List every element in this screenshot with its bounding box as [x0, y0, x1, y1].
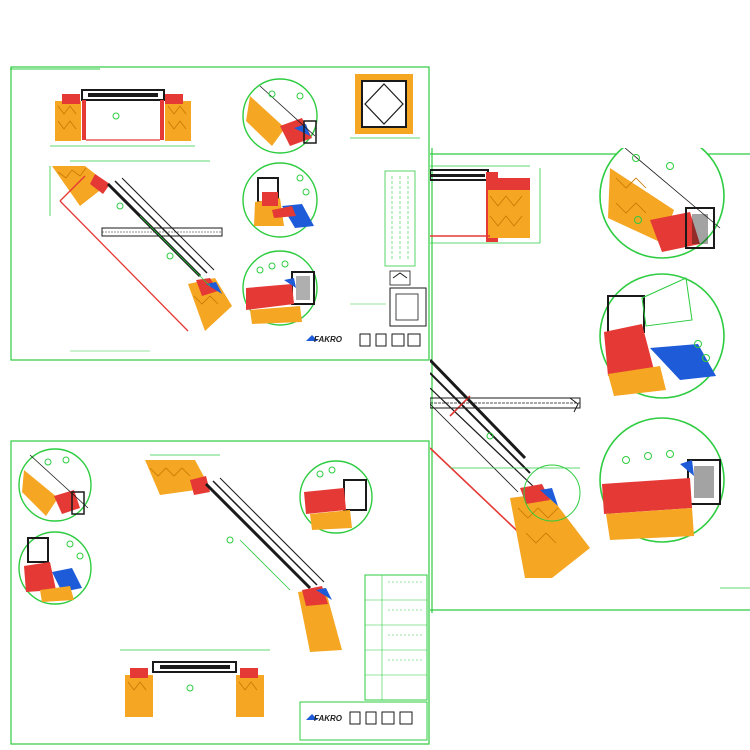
title-block [299, 574, 428, 741]
detail-circle-2 [242, 162, 318, 238]
horizontal-section-top [50, 89, 195, 147]
sloped-section [49, 160, 232, 332]
detail-circle-5 [18, 531, 92, 605]
detail-circle-4 [18, 448, 92, 522]
sheet-right-drawing [430, 148, 750, 613]
drawing-sheet-top-left: FAKRO [10, 66, 430, 361]
fakro-logo: FAKRO [314, 335, 343, 344]
detail-circle-9 [599, 417, 725, 543]
fakro-logo-2: FAKRO [314, 714, 343, 723]
horizontal-section-bottom [120, 649, 270, 717]
sheet-border [10, 440, 430, 745]
detail-circle-7 [599, 148, 725, 259]
detail-circle-3 [242, 250, 318, 326]
detail-circle-6 [299, 460, 373, 534]
logo-row: FAKRO [70, 333, 421, 352]
sheet-border [10, 66, 430, 361]
detail-circle-8 [599, 273, 725, 399]
drawing-sheet-right [430, 148, 750, 613]
head-section [430, 165, 541, 244]
plan-view [350, 74, 420, 139]
logo-row-2: FAKRO [306, 711, 413, 725]
sheet-bottom-left-drawing: FAKRO [10, 440, 430, 745]
detail-circle-1 [242, 78, 318, 154]
sloped-section-2 [145, 454, 342, 652]
side-text-strip [350, 170, 427, 327]
drawing-sheet-bottom-left: FAKRO [10, 440, 430, 745]
sheet-top-left-drawing: FAKRO [10, 66, 430, 361]
sloped-section-large [430, 358, 590, 578]
